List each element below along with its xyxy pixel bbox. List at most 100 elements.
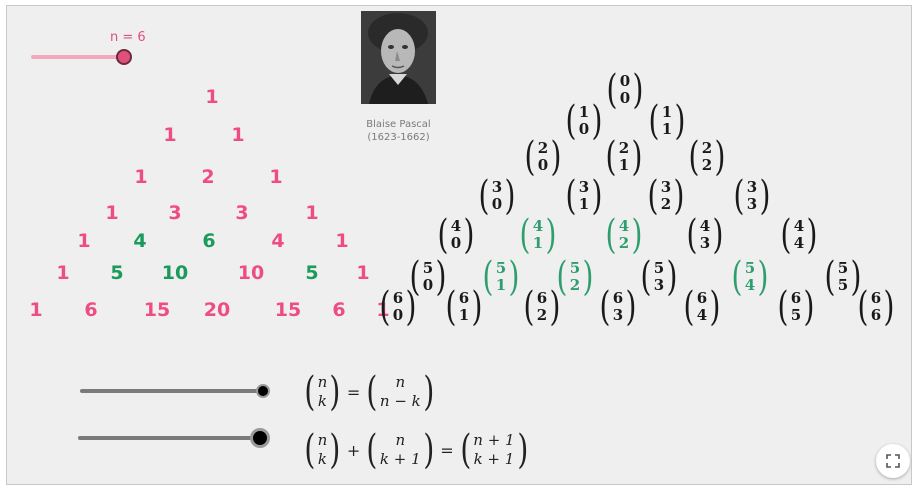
binomial-bottom: 4	[696, 306, 708, 324]
binomial-top: 5	[495, 259, 507, 277]
binomial-bottom: 3	[653, 276, 665, 294]
binomial-top: 4	[699, 217, 711, 235]
n-slider-track[interactable]	[31, 55, 127, 59]
f2-b-bottom: k + 1	[379, 450, 421, 468]
triangle-entry: 1	[376, 299, 390, 321]
binomial-top: 6	[392, 289, 404, 307]
f1-lhs-bottom: k	[317, 392, 327, 410]
binomial-top: 5	[653, 259, 665, 277]
triangle-entry: 5	[110, 262, 124, 284]
binomial-bottom: 0	[422, 276, 434, 294]
f2-c-top: n + 1	[473, 431, 515, 449]
f2-a-bottom: k	[317, 450, 327, 468]
fullscreen-button[interactable]	[876, 444, 910, 478]
triangle-entry: 3	[235, 202, 249, 224]
binomial-top: 2	[537, 139, 549, 157]
triangle-entry: 1	[269, 166, 283, 188]
f2-c-bottom: k + 1	[473, 450, 515, 468]
f2-equals: =	[440, 440, 454, 460]
binomial-top: 1	[661, 103, 673, 121]
triangle-entry: 6	[84, 299, 98, 321]
binomial-top: 4	[793, 217, 805, 235]
binomial-bottom: 0	[392, 306, 404, 324]
binomial-top: 5	[422, 259, 434, 277]
triangle-entry: 5	[305, 262, 319, 284]
binomial-bottom: 2	[569, 276, 581, 294]
binomial-top: 6	[612, 289, 624, 307]
triangle-entry: 1	[56, 262, 70, 284]
triangle-entry: 1	[105, 202, 119, 224]
binomial-bottom: 0	[619, 89, 631, 107]
binomial-top: 6	[790, 289, 802, 307]
symmetry-slider-knob[interactable]	[256, 384, 270, 398]
f2-b-top: n	[395, 431, 406, 449]
binomial-bottom: 3	[746, 195, 758, 213]
addition-slider-track[interactable]	[78, 436, 260, 440]
binomial-top: 3	[578, 178, 590, 196]
binomial-top: 4	[532, 217, 544, 235]
binomial-top: 0	[619, 72, 631, 90]
binomial-bottom: 5	[790, 306, 802, 324]
binomial-top: 3	[746, 178, 758, 196]
triangle-entry: 4	[133, 230, 147, 252]
triangle-entry: 15	[143, 299, 171, 321]
triangle-entry: 6	[332, 299, 346, 321]
f1-rhs-top: n	[395, 373, 406, 391]
binomial-top: 1	[578, 103, 590, 121]
triangle-entry: 6	[202, 230, 216, 252]
binomial-bottom: 1	[495, 276, 507, 294]
binomial-bottom: 0	[537, 156, 549, 174]
binomial-bottom: 2	[660, 195, 672, 213]
binomial-top: 5	[744, 259, 756, 277]
portrait-name: Blaise Pascal	[366, 119, 431, 130]
binomial-bottom: 4	[744, 276, 756, 294]
triangle-entry: 4	[271, 230, 285, 252]
binomial-bottom: 1	[618, 156, 630, 174]
triangle-entry: 1	[29, 299, 43, 321]
triangle-entry: 1	[356, 262, 370, 284]
binomial-top: 4	[450, 217, 462, 235]
symmetry-slider-track[interactable]	[80, 389, 263, 393]
binomial-bottom: 0	[578, 120, 590, 138]
binomial-bottom: 1	[661, 120, 673, 138]
n-value-label: n = 6	[110, 30, 146, 45]
binomial-bottom: 2	[701, 156, 713, 174]
triangle-entry: 1	[205, 86, 219, 108]
addition-slider-knob[interactable]	[250, 428, 270, 448]
triangle-entry: 2	[201, 166, 215, 188]
triangle-entry: 1	[305, 202, 319, 224]
binomial-bottom: 4	[793, 234, 805, 252]
binomial-top: 6	[870, 289, 882, 307]
portrait-dates: (1623-1662)	[367, 132, 430, 143]
n-slider-knob[interactable]	[116, 49, 132, 65]
f2-plus: +	[346, 440, 361, 460]
f1-equals: =	[346, 382, 361, 402]
binomial-bottom: 3	[699, 234, 711, 252]
binomial-top: 2	[701, 139, 713, 157]
triangle-entry: 1	[231, 124, 245, 146]
binomial-top: 4	[618, 217, 630, 235]
binomial-top: 5	[569, 259, 581, 277]
pascal-portrait	[361, 11, 436, 104]
binomial-bottom: 3	[612, 306, 624, 324]
